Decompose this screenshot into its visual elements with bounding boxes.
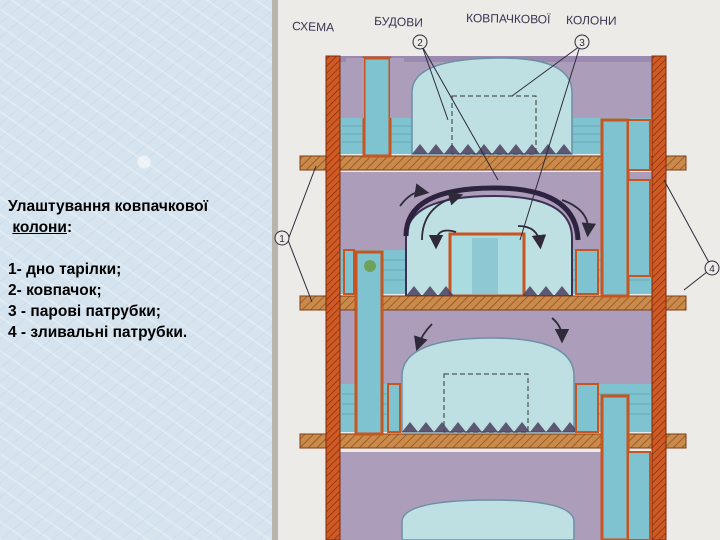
paper-left-shadow [272,0,278,540]
cap-lower [401,337,575,433]
callout-2-label: 2 [417,38,423,49]
caption-item-4: 4 - зливальні патрубки. [8,324,188,341]
cap-slots-top [412,144,572,154]
caption-heading: Улаштування ковпачкової [8,198,208,215]
arrow-right-up [561,199,596,238]
arrow-bottom-left [414,323,433,352]
cap-middle-arc [403,185,581,241]
title-word-4: КОЛОНИ [566,13,617,28]
downcomer-upper-right [575,118,651,298]
vapor-flow-arrows [399,183,596,352]
downcomer-middle-left [343,249,401,436]
title-word-2: БУДОВИ [374,14,423,30]
callout-2: 2 [412,34,428,50]
cap-bottom [401,499,575,540]
callout-3-label: 3 [579,38,585,49]
caption-heading-underlined: колони [12,219,67,236]
callout-leaders [287,45,713,303]
plate-2 [299,295,687,311]
title-word-3: КОВПАЧКОВОЇ [466,11,551,26]
callout-4: 4 [704,260,720,276]
column-drawing: СХЕМА БУДОВИ КОВПАЧКОВОЇ КОЛОНИ [272,0,720,540]
callout-1-label: 1 [279,234,285,245]
callout-1: 1 [274,230,290,246]
arrow-upper-left [399,183,430,207]
cap-slots-middle [406,286,570,296]
caption-blank [8,238,270,259]
callout-4-label: 4 [709,264,715,275]
caption-item-2: 2- ковпачок; [8,282,102,299]
caption-heading-colon: : [66,219,73,236]
arrow-left-down [428,229,457,250]
cap-top [411,57,573,155]
title-word-1: СХЕМА [292,19,334,34]
downcomer-top-left [346,56,404,158]
wall-left [325,55,341,540]
cap-slots-lower [402,422,578,432]
arrow-bottom-right [551,317,570,344]
plate-3 [299,433,687,449]
wall-right [651,55,667,540]
plate-1 [299,155,687,171]
caption-heading-line2: колони: [8,217,270,238]
arrow-right-down [517,225,547,250]
caption-item-1: 1- дно тарілки; [8,261,122,278]
downcomer-lower-right [575,383,651,540]
vapor-pipe-middle-shade [472,238,498,294]
caption-text: Улаштування ковпачкової колони: 1- дно т… [8,196,270,343]
arrow-left-up [421,191,464,241]
callout-3: 3 [574,34,590,50]
caption-item-3: 3 - парові патрубки; [8,303,161,320]
drawing-title: СХЕМА БУДОВИ КОВПАЧКОВОЇ КОЛОНИ [292,11,617,34]
